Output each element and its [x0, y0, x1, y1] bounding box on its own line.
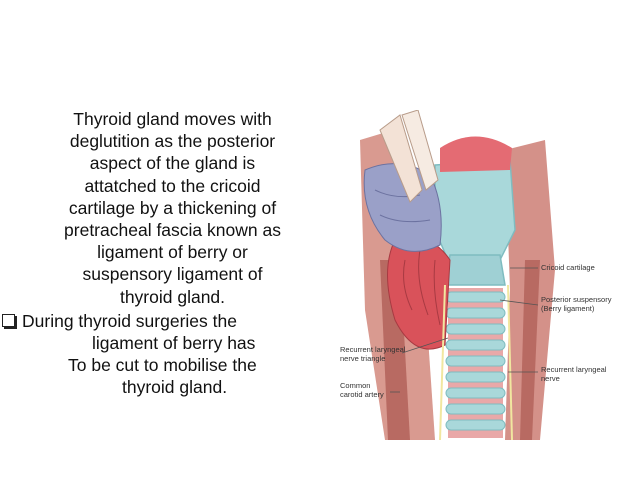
trachea-ring [445, 419, 506, 431]
surgery-bullet: During thyroid surgeries the ligament of… [0, 310, 345, 399]
trachea-ring [445, 355, 506, 367]
retracting-finger [379, 114, 423, 203]
label-common-carotid: Common carotid artery [340, 381, 384, 399]
leader-line [499, 299, 539, 306]
label-posterior-suspensory: Posterior suspensory (Berry ligament) [541, 295, 612, 313]
thyroid-anatomy-figure: Cricoid cartilage Posterior suspensory (… [340, 109, 625, 445]
leader-line [401, 337, 449, 354]
trachea-ring [445, 387, 506, 399]
recurrent-laryngeal-nerve [507, 284, 513, 441]
paragraph-line: pretracheal fascia known as [64, 220, 281, 241]
description-paragraph: Thyroid gland moves with deglutition as … [0, 108, 345, 308]
trachea-ring [445, 307, 506, 319]
checkbox-bullet-icon [2, 313, 15, 327]
label-line: Recurrent laryngeal [340, 345, 406, 354]
paragraph-line: thyroid gland. [119, 286, 226, 307]
paragraph-line: attatched to the cricoid [84, 175, 261, 196]
trachea-ring [445, 291, 506, 303]
thyroid-cartilage [434, 159, 516, 261]
bullet-line: thyroid gland. [122, 377, 228, 398]
paragraph-line: Thyroid gland moves with [73, 109, 272, 129]
label-line: Common [340, 381, 371, 390]
label-line: Recurrent laryngeal [541, 365, 607, 374]
label-line: nerve [541, 373, 560, 383]
paragraph-line: deglutition as the posterior [69, 131, 276, 152]
upper-larynx [440, 136, 512, 172]
label-line: Posterior suspensory [541, 295, 612, 304]
label-line: carotid artery [340, 389, 384, 399]
paragraph-line: cartilage by a thickening of [68, 197, 277, 218]
label-recurrent-triangle: Recurrent laryngeal nerve triangle [340, 345, 406, 363]
label-line: nerve triangle [340, 353, 386, 363]
bullet-line: During thyroid surgeries the [22, 310, 237, 331]
bullet-line: ligament of berry has [92, 333, 256, 354]
trachea-ring [445, 403, 506, 415]
recurrent-laryngeal-nerve [439, 284, 446, 441]
paragraph-line: ligament of berry or [97, 242, 248, 263]
trachea [445, 288, 506, 438]
paragraph-line: suspensory ligament of [82, 264, 263, 285]
lobe-texture [403, 249, 441, 326]
bullet-line: To be cut to mobilise the [68, 355, 257, 376]
retracting-finger [401, 109, 439, 191]
trachea-ring [445, 323, 506, 335]
slide-text: Thyroid gland moves with deglutition as … [0, 108, 345, 399]
label-recurrent-nerve: Recurrent laryngeal nerve [541, 365, 607, 383]
paragraph-line: aspect of the gland is [89, 153, 256, 174]
label-line: (Berry ligament) [541, 303, 595, 313]
label-cricoid-cartilage: Cricoid cartilage [541, 263, 595, 272]
trachea-ring [445, 371, 506, 383]
cricoid-ring [444, 254, 506, 286]
anatomy-illustration [360, 109, 555, 441]
trachea-ring [445, 339, 506, 351]
